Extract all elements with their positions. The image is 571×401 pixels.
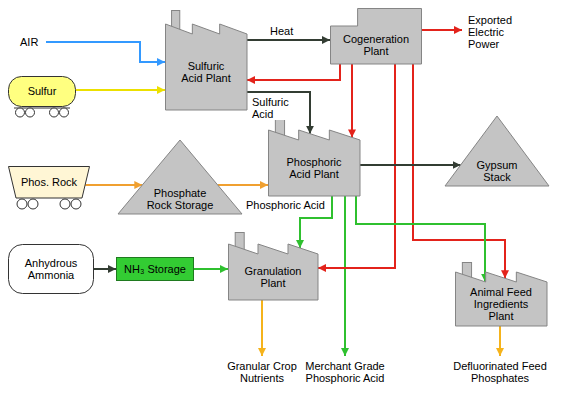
building-body [269,130,361,196]
product-label: Phosphoric Acid [246,199,325,211]
label-slot: Defluorinated Feed Phosphates [452,360,548,384]
flow-connector [351,64,353,137]
flow-connector [76,89,165,91]
output-label: Merchant Grade Phosphoric Acid [300,360,390,384]
flow-connector [247,39,330,41]
input-label: AIR [20,36,38,48]
flow-connector [356,196,485,282]
building-body [456,272,548,326]
plant-building: Sulfuric Acid Plant [165,10,247,110]
output-label: Granular Crop Nutrients [224,360,300,384]
plant-building: Granulation Plant [228,232,318,300]
node-label: NH₃ Storage [124,263,186,275]
edge-label-slot: Sulfuric Acid [252,96,298,120]
product-arrow [499,326,501,356]
wheel [50,108,59,117]
flow-connector [247,64,340,80]
air-arrow [46,42,165,62]
pile [445,116,549,186]
wheel [16,108,25,117]
node-label: Animal Feed Ingredients Plant [466,286,536,322]
flow-connector [194,268,228,270]
power-arrow [422,29,462,31]
node-label: Sulfuric Acid Plant [176,60,236,84]
wheel [28,199,38,209]
hopper-body [9,167,90,199]
box-fill [117,258,194,281]
edge-label: Heat [270,25,293,37]
hopper-car: Phos. Rock [8,166,90,212]
wheel [26,108,35,117]
label-slot: Merchant Grade Phosphoric Acid [300,360,390,384]
output-label: Defluorinated Feed Phosphates [452,360,548,384]
node-label: Cogeneration Plant [336,33,416,57]
storage-pile: Phosphate Rock Storage [118,140,242,214]
label-slot: Granular Crop Nutrients [224,360,300,384]
shape-outline [8,76,76,118]
label-slot: Phosphoric Acid [246,199,325,211]
tank-car: Sulfur [8,76,76,118]
building-body [331,9,422,65]
flow-connector [218,184,268,186]
wheel [71,199,81,209]
node-label: Phosphoric Acid Plant [282,156,346,180]
edge-label: Sulfuric Acid [252,96,298,120]
product-arrow [261,300,263,356]
shape-outline [8,166,90,212]
edge-label-slot: Heat [270,25,310,37]
wheel [60,199,70,209]
plant-building: Phosphoric Acid Plant [268,118,360,196]
building-body [166,24,248,110]
node-label: Gypsum Stack [472,159,522,183]
node-label: Phos. Rock [21,176,77,188]
flow-connector [85,184,142,186]
storage-box: NH₃ Storage [116,257,194,281]
product-arrow [344,196,346,356]
plant-building: Animal Feed Ingredients Plant [455,262,547,326]
flow-connector [94,268,116,270]
output-label: Exported Electric Power [468,14,528,50]
pile [118,140,242,214]
storage-pile: Gypsum Stack [445,116,549,186]
flow-connector [360,164,461,166]
wheel [17,199,27,209]
node-label: Phosphate Rock Storage [145,187,215,211]
label-slot: AIR [20,36,38,48]
building-body [229,244,319,300]
label-slot: Exported Electric Power [468,14,528,50]
node-label: Anhydrous Ammonia [19,257,83,281]
supply-tank: Anhydrous Ammonia [8,244,94,294]
node-label: Sulfur [28,85,57,97]
tank-body [9,77,76,107]
wheel [60,108,69,117]
node-label: Granulation Plant [241,265,305,289]
plant-building: Cogeneration Plant [330,8,422,64]
tank-outline [9,245,94,294]
